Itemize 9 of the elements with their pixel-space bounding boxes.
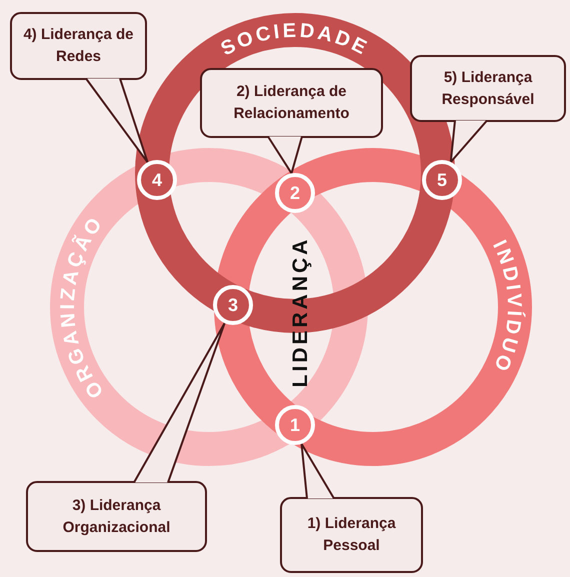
callout-box: 4) Liderança de Redes: [10, 12, 147, 80]
callout-pointer: [132, 322, 226, 484]
callout-box: 1) Liderança Pessoal: [280, 497, 423, 573]
callout-pointer: [266, 136, 304, 176]
center-label: LIDERANÇA: [289, 236, 313, 388]
callout-pointer: [300, 442, 336, 500]
callout-box: 3) Liderança Organizacional: [26, 481, 207, 552]
callout-pointer: [84, 78, 149, 164]
ring-label: SOCIEDADE: [218, 20, 372, 60]
